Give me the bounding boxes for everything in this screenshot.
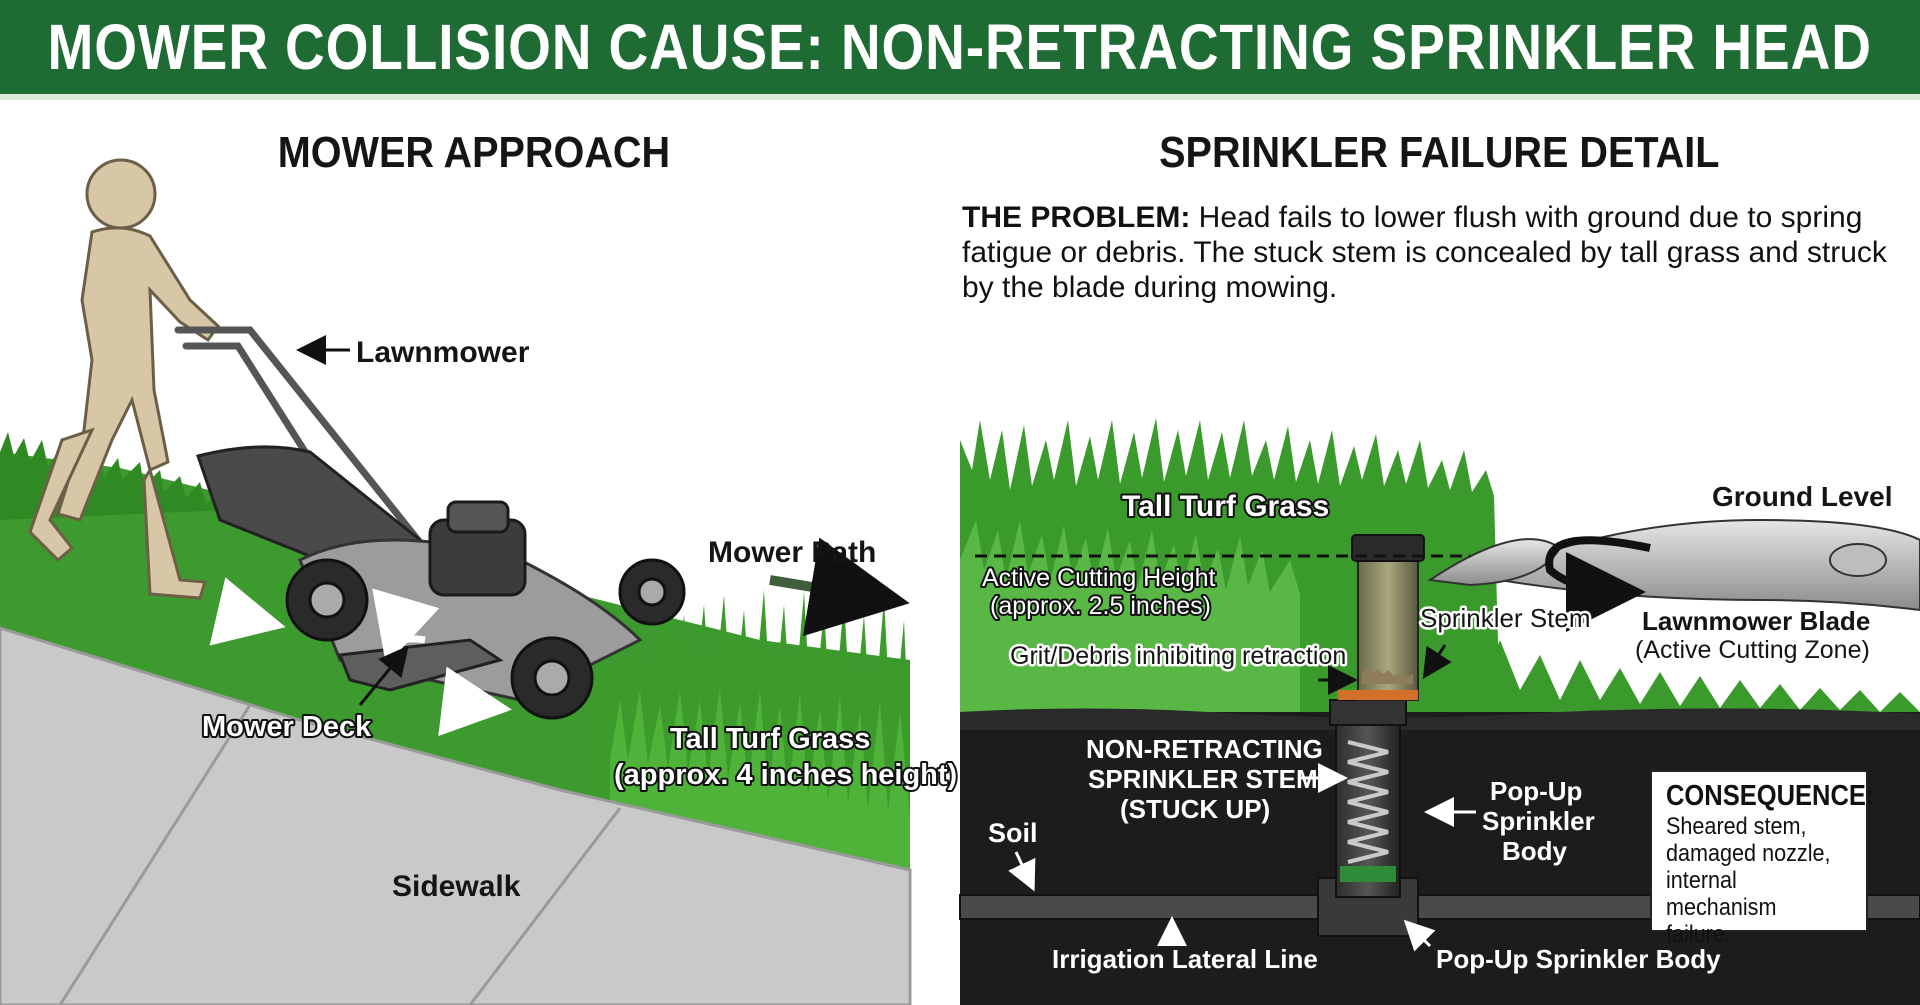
orange-seal-band <box>1338 690 1418 700</box>
label-lawnmower: Lawnmower <box>356 336 530 369</box>
label-blade-line2: (Active Cutting Zone) <box>1635 636 1870 664</box>
label-irrigation-lateral-line: Irrigation Lateral Line <box>1052 944 1318 974</box>
consequence-box: CONSEQUENCE: Sheared stem, damaged nozzl… <box>1650 770 1875 948</box>
label-popup-line2: Sprinkler <box>1482 806 1595 836</box>
sprinkler-stem <box>1338 534 1425 701</box>
problem-text: Head fails to lower flush with ground du… <box>962 201 1887 304</box>
problem-label: THE PROBLEM: <box>962 201 1191 234</box>
person-figure <box>28 158 220 600</box>
title-banner: MOWER COLLISION CAUSE: NON-RETRACTING SP… <box>0 0 1920 94</box>
page-title: MOWER COLLISION CAUSE: NON-RETRACTING SP… <box>47 11 1873 83</box>
consequence-title: CONSEQUENCE: <box>1666 780 1875 812</box>
label-mower-path: Mower Path <box>708 536 876 569</box>
label-non-retracting-line1: NON-RETRACTING <box>1086 734 1323 764</box>
mower-path-arrow <box>769 537 910 637</box>
lawnmower <box>196 445 686 720</box>
label-soil: Soil <box>988 818 1038 848</box>
label-blade-line1: Lawnmower Blade <box>1642 606 1870 636</box>
label-sprinkler-stem: Sprinkler Stem <box>1420 603 1591 633</box>
blade-rotation-arrow <box>1545 536 1651 632</box>
right-panel-heading: SPRINKLER FAILURE DETAIL <box>1159 128 1720 177</box>
label-non-retracting-line3: (STUCK UP) <box>1120 794 1270 824</box>
label-sidewalk: Sidewalk <box>392 870 521 903</box>
consequence-text: Sheared stem, damaged nozzle, internal m… <box>1666 813 1831 948</box>
label-grit-debris: Grit/Debris inhibiting retraction <box>1010 642 1346 670</box>
label-tall-turf-grass-line1: Tall Turf Grass <box>670 723 870 755</box>
pop-up-sprinkler-body <box>1329 699 1407 898</box>
label-tall-turf-grass-line2: (approx. 4 inches height) <box>614 759 957 791</box>
soil-pointer <box>1008 851 1036 892</box>
popup-body-bottom-pointer <box>1403 919 1436 952</box>
label-cutting-height-line1: Active Cutting Height <box>982 564 1216 592</box>
mower-deck-pointer <box>358 645 409 706</box>
label-cutting-height-line2: (approx. 2.5 inches) <box>990 592 1211 620</box>
sprinkler-stem-pointer <box>1422 644 1452 680</box>
lawnmower-blade <box>1427 518 1920 632</box>
mower-wheel <box>285 558 686 720</box>
label-ground-level: Ground Level <box>1712 481 1892 512</box>
label-popup-body-bottom: Pop-Up Sprinkler Body <box>1436 944 1721 974</box>
label-mower-deck: Mower Deck <box>202 711 372 743</box>
label-popup-line1: Pop-Up <box>1490 776 1582 806</box>
grass-edge-blades <box>0 432 228 520</box>
debris-particles <box>1362 668 1413 684</box>
problem-statement: THE PROBLEM: Head fails to lower flush w… <box>962 200 1902 305</box>
sidewalk <box>0 626 912 1005</box>
label-non-retracting-line2: SPRINKLER STEM <box>1088 764 1318 794</box>
label-tall-turf-grass: Tall Turf Grass <box>1122 490 1329 523</box>
left-scene: Lawnmower Mower Path Mower Deck Tall Tur… <box>0 158 959 1005</box>
label-popup-line3: Body <box>1502 836 1568 866</box>
spring <box>1347 740 1389 864</box>
left-panel-heading: MOWER APPROACH <box>277 128 671 177</box>
banner-divider <box>0 94 1920 100</box>
